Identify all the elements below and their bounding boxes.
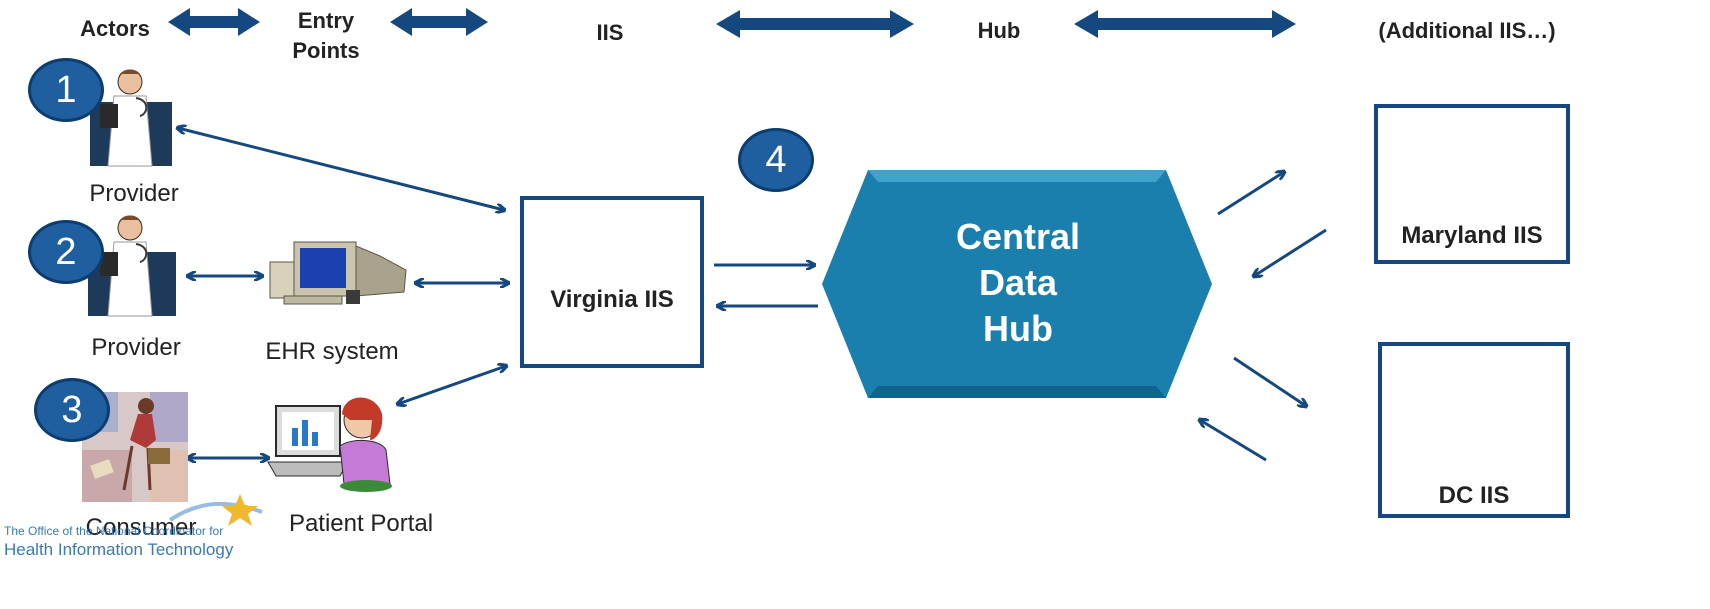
- ehr-computer-icon: [269, 241, 407, 305]
- header-entry-points: Entry Points: [270, 6, 382, 66]
- virginia-iis-label: Virginia IIS: [550, 286, 674, 313]
- hub-line-1: Central: [955, 216, 1081, 257]
- central-data-hub[interactable]: Central Data Hub: [900, 214, 1136, 352]
- arrow-provider1-virginia: [178, 128, 504, 210]
- arrow-maryland-to-hub: [1254, 228, 1327, 276]
- arrow-portal-virginia: [398, 366, 506, 404]
- hub-line-2: Data: [978, 262, 1058, 303]
- hub-shape: [822, 170, 1212, 398]
- header-entry-points-line1: Entry: [297, 8, 355, 33]
- header-entry-points-line2: Points: [292, 38, 360, 63]
- provider-2-image: [88, 215, 176, 317]
- header-arrow-entry-iis: [390, 8, 488, 36]
- header-iis: IIS: [596, 20, 624, 45]
- header-arrow-actors-entry: [168, 8, 260, 36]
- ehr-system-label: EHR system: [265, 338, 399, 365]
- onc-watermark-line1: The Office of the National Coordinator f…: [4, 524, 224, 538]
- dc-iis-box[interactable]: DC IIS: [1378, 342, 1570, 518]
- hub-line-3: Hub: [983, 308, 1053, 349]
- step-badge-1: 1: [28, 58, 104, 122]
- step-badge-3: 3: [34, 378, 110, 442]
- virginia-iis-box[interactable]: Virginia IIS: [520, 196, 704, 368]
- dc-iis-label: DC IIS: [1438, 482, 1510, 509]
- maryland-iis-label: Maryland IIS: [1401, 222, 1543, 249]
- provider-1-image: [90, 69, 172, 167]
- patient-portal-label: Patient Portal: [288, 510, 434, 537]
- arrow-hub-to-dc: [1233, 356, 1306, 406]
- header-arrow-hub-additional: [1074, 10, 1296, 38]
- onc-logo-swoosh: [168, 494, 263, 526]
- header-additional-iis: (Additional IIS…): [1378, 18, 1556, 43]
- step-badge-4: 4: [738, 128, 814, 192]
- header-actors: Actors: [80, 16, 150, 41]
- provider-2-label: Provider: [91, 334, 181, 361]
- maryland-iis-box[interactable]: Maryland IIS: [1374, 104, 1570, 264]
- header-hub: Hub: [977, 18, 1021, 43]
- provider-1-label: Provider: [89, 180, 179, 207]
- consumer-image: [82, 392, 188, 502]
- consumer-label: Consumer: [85, 514, 197, 541]
- patient-portal-icon: [267, 397, 392, 492]
- onc-watermark-line2: Health Information Technology: [4, 540, 234, 559]
- header-arrow-iis-hub: [716, 10, 914, 38]
- arrow-hub-to-maryland: [1217, 172, 1284, 216]
- step-badge-2: 2: [28, 220, 104, 284]
- arrow-dc-to-hub: [1200, 420, 1267, 462]
